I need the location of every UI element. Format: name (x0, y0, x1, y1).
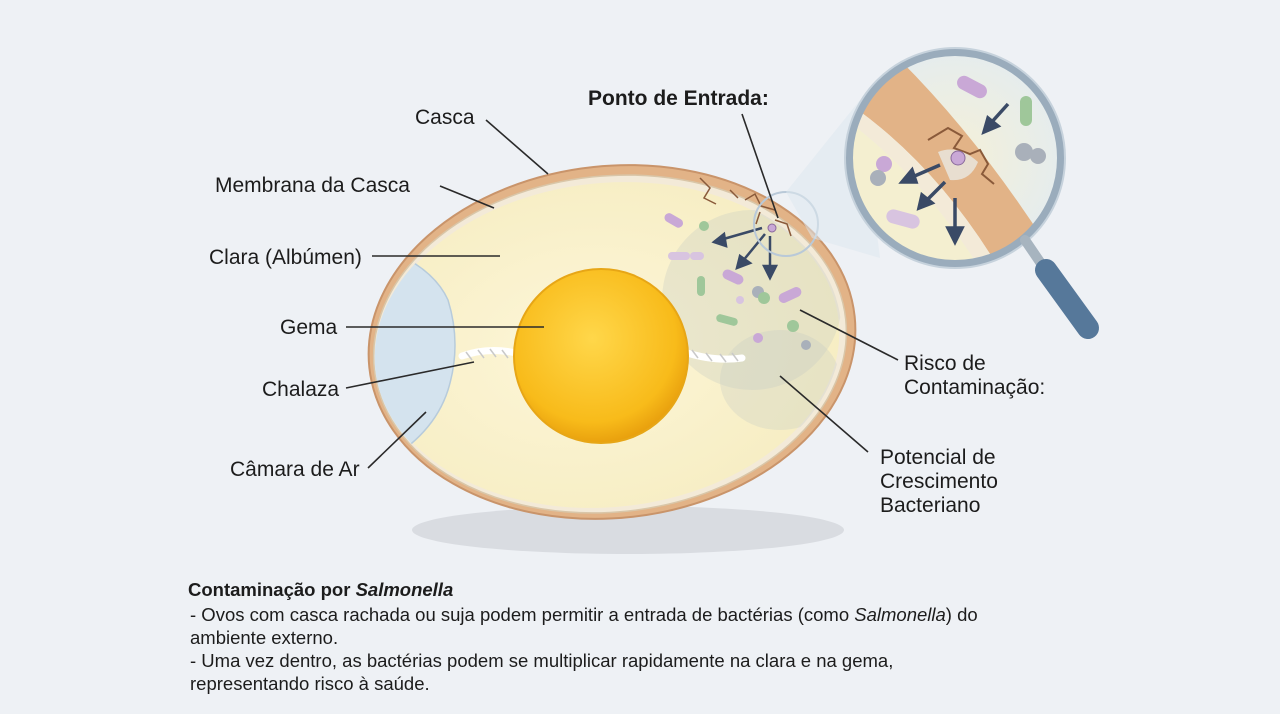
leader-contamination (799, 309, 899, 361)
leader-shell (485, 119, 549, 175)
label-yolk: Gema (280, 316, 338, 339)
caption-line-1-cont: ambiente externo. (190, 627, 339, 648)
magnifier-handle (1020, 235, 1099, 339)
chalaza-right (680, 348, 746, 363)
entry-point-bacterium (767, 223, 777, 233)
label-growth-1: Potencial de (880, 446, 996, 469)
yolk (513, 268, 689, 444)
leader-chalaza (345, 361, 475, 389)
caption-line-2: - Uma vez dentro, as bactérias podem se … (190, 650, 894, 671)
bacteria-cluster (664, 213, 811, 350)
label-contamination-risk-1: Risco de (904, 352, 986, 375)
caption-line-2-cont: representando risco à saúde. (190, 673, 430, 694)
shell-crack (699, 177, 792, 237)
label-air-cell: Câmara de Ar (230, 458, 360, 481)
caption-line-1: - Ovos com casca rachada ou suja podem p… (190, 604, 978, 625)
label-shell: Casca (415, 106, 475, 129)
label-albumen: Clara (Albúmen) (209, 246, 362, 269)
label-chalaza: Chalaza (262, 378, 339, 401)
leader-entry-point (741, 113, 779, 219)
label-growth-2: Crescimento (880, 470, 998, 493)
leader-air-cell (367, 411, 427, 469)
chalaza-right-twist (691, 349, 739, 363)
label-entry-point: Ponto de Entrada: (588, 87, 769, 110)
leader-membrane (439, 185, 495, 209)
label-shell-membrane: Membrana da Casca (215, 174, 410, 197)
caption: Contaminação por Salmonella - Ovos com c… (188, 578, 1188, 695)
chalaza-left-twist (465, 348, 509, 361)
label-contamination-risk-2: Contaminação: (904, 376, 1045, 399)
egg-shadow (412, 506, 844, 554)
leader-growth (779, 375, 869, 453)
label-growth-3: Bacteriano (880, 494, 980, 517)
caption-title: Contaminação por Salmonella (188, 579, 454, 600)
contamination-haze-2 (720, 330, 840, 430)
